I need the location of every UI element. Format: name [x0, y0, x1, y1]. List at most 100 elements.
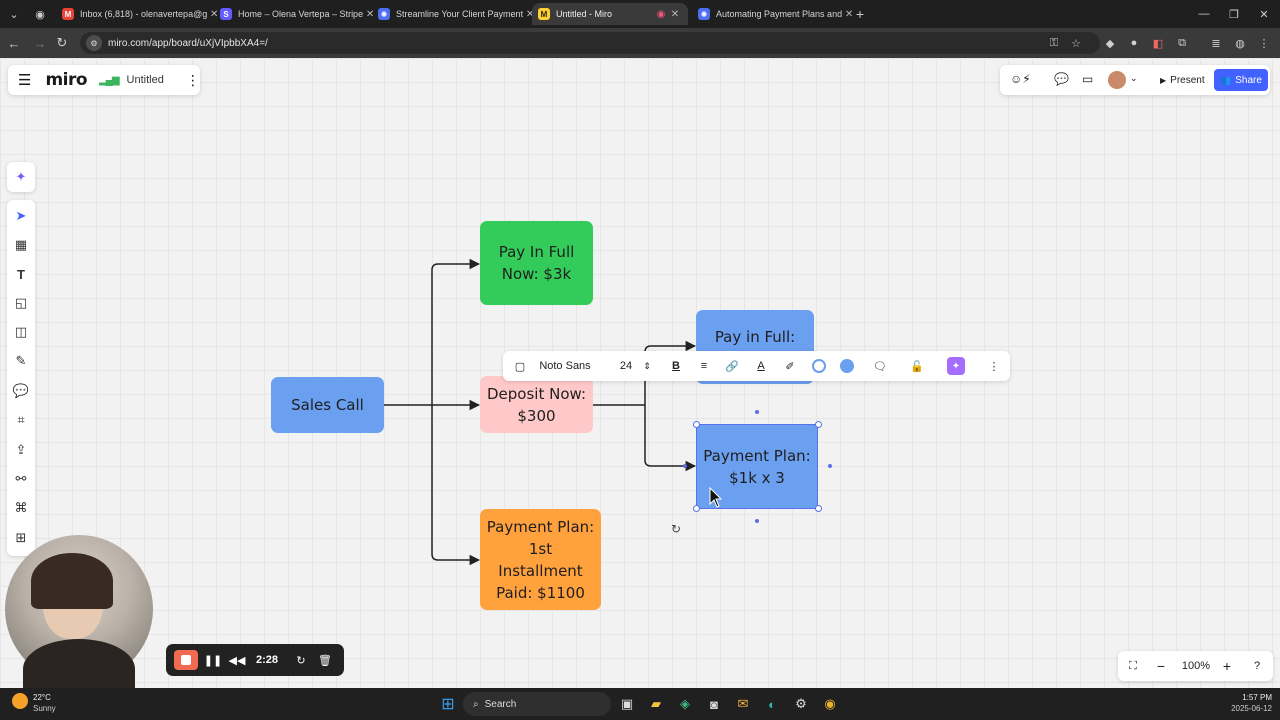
back-icon[interactable]: ←	[7, 35, 21, 51]
main-menu-icon[interactable]: ☰	[18, 72, 32, 89]
comment-icon[interactable]: 🗨	[873, 360, 887, 373]
extension-badge-icon[interactable]: ◧	[1152, 37, 1164, 50]
clock-time[interactable]: 1:57 PM	[1242, 693, 1272, 702]
frame-tool-icon[interactable]: ⌗	[17, 412, 25, 427]
close-icon[interactable]: ✕	[525, 8, 535, 20]
connection-point[interactable]	[755, 410, 759, 414]
font-family-select[interactable]: Noto Sans	[535, 351, 595, 381]
comment-tool-icon[interactable]: 💬	[12, 383, 30, 398]
connector-to-first-installment[interactable]	[431, 405, 481, 566]
pause-icon[interactable]: ❚❚	[203, 654, 223, 667]
node-pay-in-full-now[interactable]: Pay In Full Now: $3k	[480, 221, 593, 305]
more-apps-icon[interactable]: ⊞	[15, 530, 27, 545]
taskbar-search[interactable]: ⌕ Search	[463, 692, 611, 716]
rewind-icon[interactable]: ◀◀	[228, 654, 246, 667]
close-icon[interactable]: ✕	[210, 8, 219, 20]
plan-bars-icon[interactable]: ▂▄▆	[99, 74, 119, 86]
tab-gmail[interactable]: M Inbox (6,818) - olenavertepa@g ✕	[56, 3, 218, 25]
task-view-icon[interactable]: ▣	[620, 696, 634, 711]
reading-list-icon[interactable]: ≣	[1211, 37, 1221, 50]
rotate-icon[interactable]: ↻	[671, 522, 682, 536]
comment-icon[interactable]: 💬	[1054, 72, 1069, 86]
sticky-note-icon[interactable]: ◱	[14, 295, 28, 310]
node-payment-plan[interactable]: Payment Plan: $1k x 3	[696, 424, 818, 509]
lock-icon[interactable]: 🔓	[910, 360, 924, 373]
extension-circle-icon[interactable]: ●	[1130, 37, 1138, 49]
node-first-installment[interactable]: Payment Plan: 1st Installment Paid: $110…	[480, 509, 601, 610]
align-icon[interactable]: ≡	[700, 360, 708, 372]
chevron-down-icon[interactable]: ⌄	[1130, 73, 1138, 83]
mail-icon[interactable]: ✉	[737, 696, 749, 711]
fit-to-screen-icon[interactable]: ⛶	[1129, 659, 1137, 672]
fill-color-icon[interactable]	[837, 351, 857, 381]
profile-avatar-icon[interactable]: ◍	[1235, 37, 1245, 50]
text-color-icon[interactable]: A	[757, 360, 765, 372]
board-title[interactable]: Untitled	[126, 74, 164, 86]
settings-icon[interactable]: ⚙	[795, 696, 807, 711]
bold-icon[interactable]: B	[672, 360, 680, 372]
ai-assist-icon[interactable]: ✦	[946, 351, 966, 381]
templates-icon[interactable]: ▦	[14, 237, 28, 252]
integrations-icon[interactable]: ⌘	[14, 500, 28, 515]
close-icon[interactable]: ✕	[670, 8, 680, 20]
zoom-level[interactable]: 100%	[1176, 651, 1216, 681]
delete-icon[interactable]: 🗑	[318, 654, 332, 667]
tab-miro[interactable]: M Untitled - Miro ◉ ✕	[532, 3, 688, 25]
stop-recording-button[interactable]	[174, 650, 198, 670]
forward-icon[interactable]: →	[33, 35, 47, 51]
password-key-icon[interactable]: ⚿	[1049, 36, 1059, 49]
select-tool-icon[interactable]: ➤	[15, 208, 27, 223]
border-color-icon[interactable]	[809, 351, 829, 381]
camera-icon[interactable]: ◙	[710, 696, 718, 712]
extension-color-icon[interactable]: ◆	[1105, 37, 1115, 50]
present-button[interactable]: ▶ Present	[1152, 70, 1213, 90]
chrome-icon[interactable]: ◉	[824, 696, 836, 711]
connection-point[interactable]	[755, 519, 759, 523]
edge-icon[interactable]: ◐	[768, 696, 776, 712]
clock-date[interactable]: 2025-06-12	[1231, 704, 1272, 713]
video-call-icon[interactable]: ▭	[1082, 72, 1094, 86]
upload-icon[interactable]: ⇪	[15, 442, 27, 457]
board-canvas[interactable]	[0, 58, 1280, 688]
restart-icon[interactable]: ↻	[296, 654, 306, 667]
board-menu-icon[interactable]: ⋮	[185, 71, 200, 88]
shape-type-icon[interactable]: ▢	[514, 360, 526, 373]
tab-stripe[interactable]: S Home – Olena Vertepa – Stripe ✕	[214, 3, 374, 25]
tab-automating[interactable]: ✺ Automating Payment Plans and ✕	[692, 3, 853, 25]
close-window-icon[interactable]: ✕	[1259, 8, 1269, 21]
resize-handle[interactable]	[693, 505, 700, 512]
ai-sparkle-icon[interactable]: ✦	[15, 169, 27, 184]
file-explorer-icon[interactable]: ▰	[651, 696, 661, 711]
node-sales-call[interactable]: Sales Call	[271, 377, 384, 433]
resize-handle[interactable]	[693, 421, 700, 428]
zoom-in-icon[interactable]: +	[1222, 658, 1232, 674]
restore-icon[interactable]: ❐	[1229, 8, 1239, 21]
app-icon[interactable]: ◈	[680, 696, 690, 711]
new-tab-icon[interactable]: +	[855, 6, 865, 22]
avatar[interactable]	[1108, 71, 1126, 89]
record-extension-icon[interactable]: ◉	[35, 8, 45, 21]
tab-streamline[interactable]: ✺ Streamline Your Client Payment ✕	[372, 3, 534, 25]
weather-sun-icon[interactable]	[12, 693, 28, 709]
more-options-icon[interactable]: ⋮	[988, 360, 1000, 373]
shapes-icon[interactable]: ◫	[14, 324, 28, 339]
bookmark-star-icon[interactable]: ☆	[1071, 37, 1081, 50]
resize-handle[interactable]	[815, 505, 822, 512]
diagram-icon[interactable]: ⚯	[15, 471, 27, 486]
reactions-icon[interactable]: ☺⚡	[1010, 72, 1031, 86]
font-size-stepper-icon[interactable]: ⇕	[643, 360, 651, 371]
text-tool-icon[interactable]: T	[17, 266, 25, 282]
help-icon[interactable]: ?	[1253, 660, 1261, 672]
connection-point[interactable]	[828, 464, 832, 468]
font-size-field[interactable]: 24	[613, 351, 639, 381]
url-field[interactable]: ⚙ miro.com/app/board/uXjVIpbbXA4=/	[80, 32, 1100, 54]
connector-to-pay-in-full-now[interactable]	[431, 258, 481, 405]
zoom-out-icon[interactable]: −	[1156, 658, 1166, 674]
browser-menu-icon[interactable]: ⋮	[1258, 37, 1270, 50]
close-icon[interactable]: ✕	[844, 8, 854, 20]
pen-tool-icon[interactable]: ✎	[15, 353, 27, 368]
weather-temp[interactable]: 22°C	[33, 693, 51, 702]
connection-point[interactable]	[683, 464, 687, 468]
reload-icon[interactable]: ↻	[56, 35, 68, 50]
windows-start-icon[interactable]: ⊞	[441, 696, 455, 713]
